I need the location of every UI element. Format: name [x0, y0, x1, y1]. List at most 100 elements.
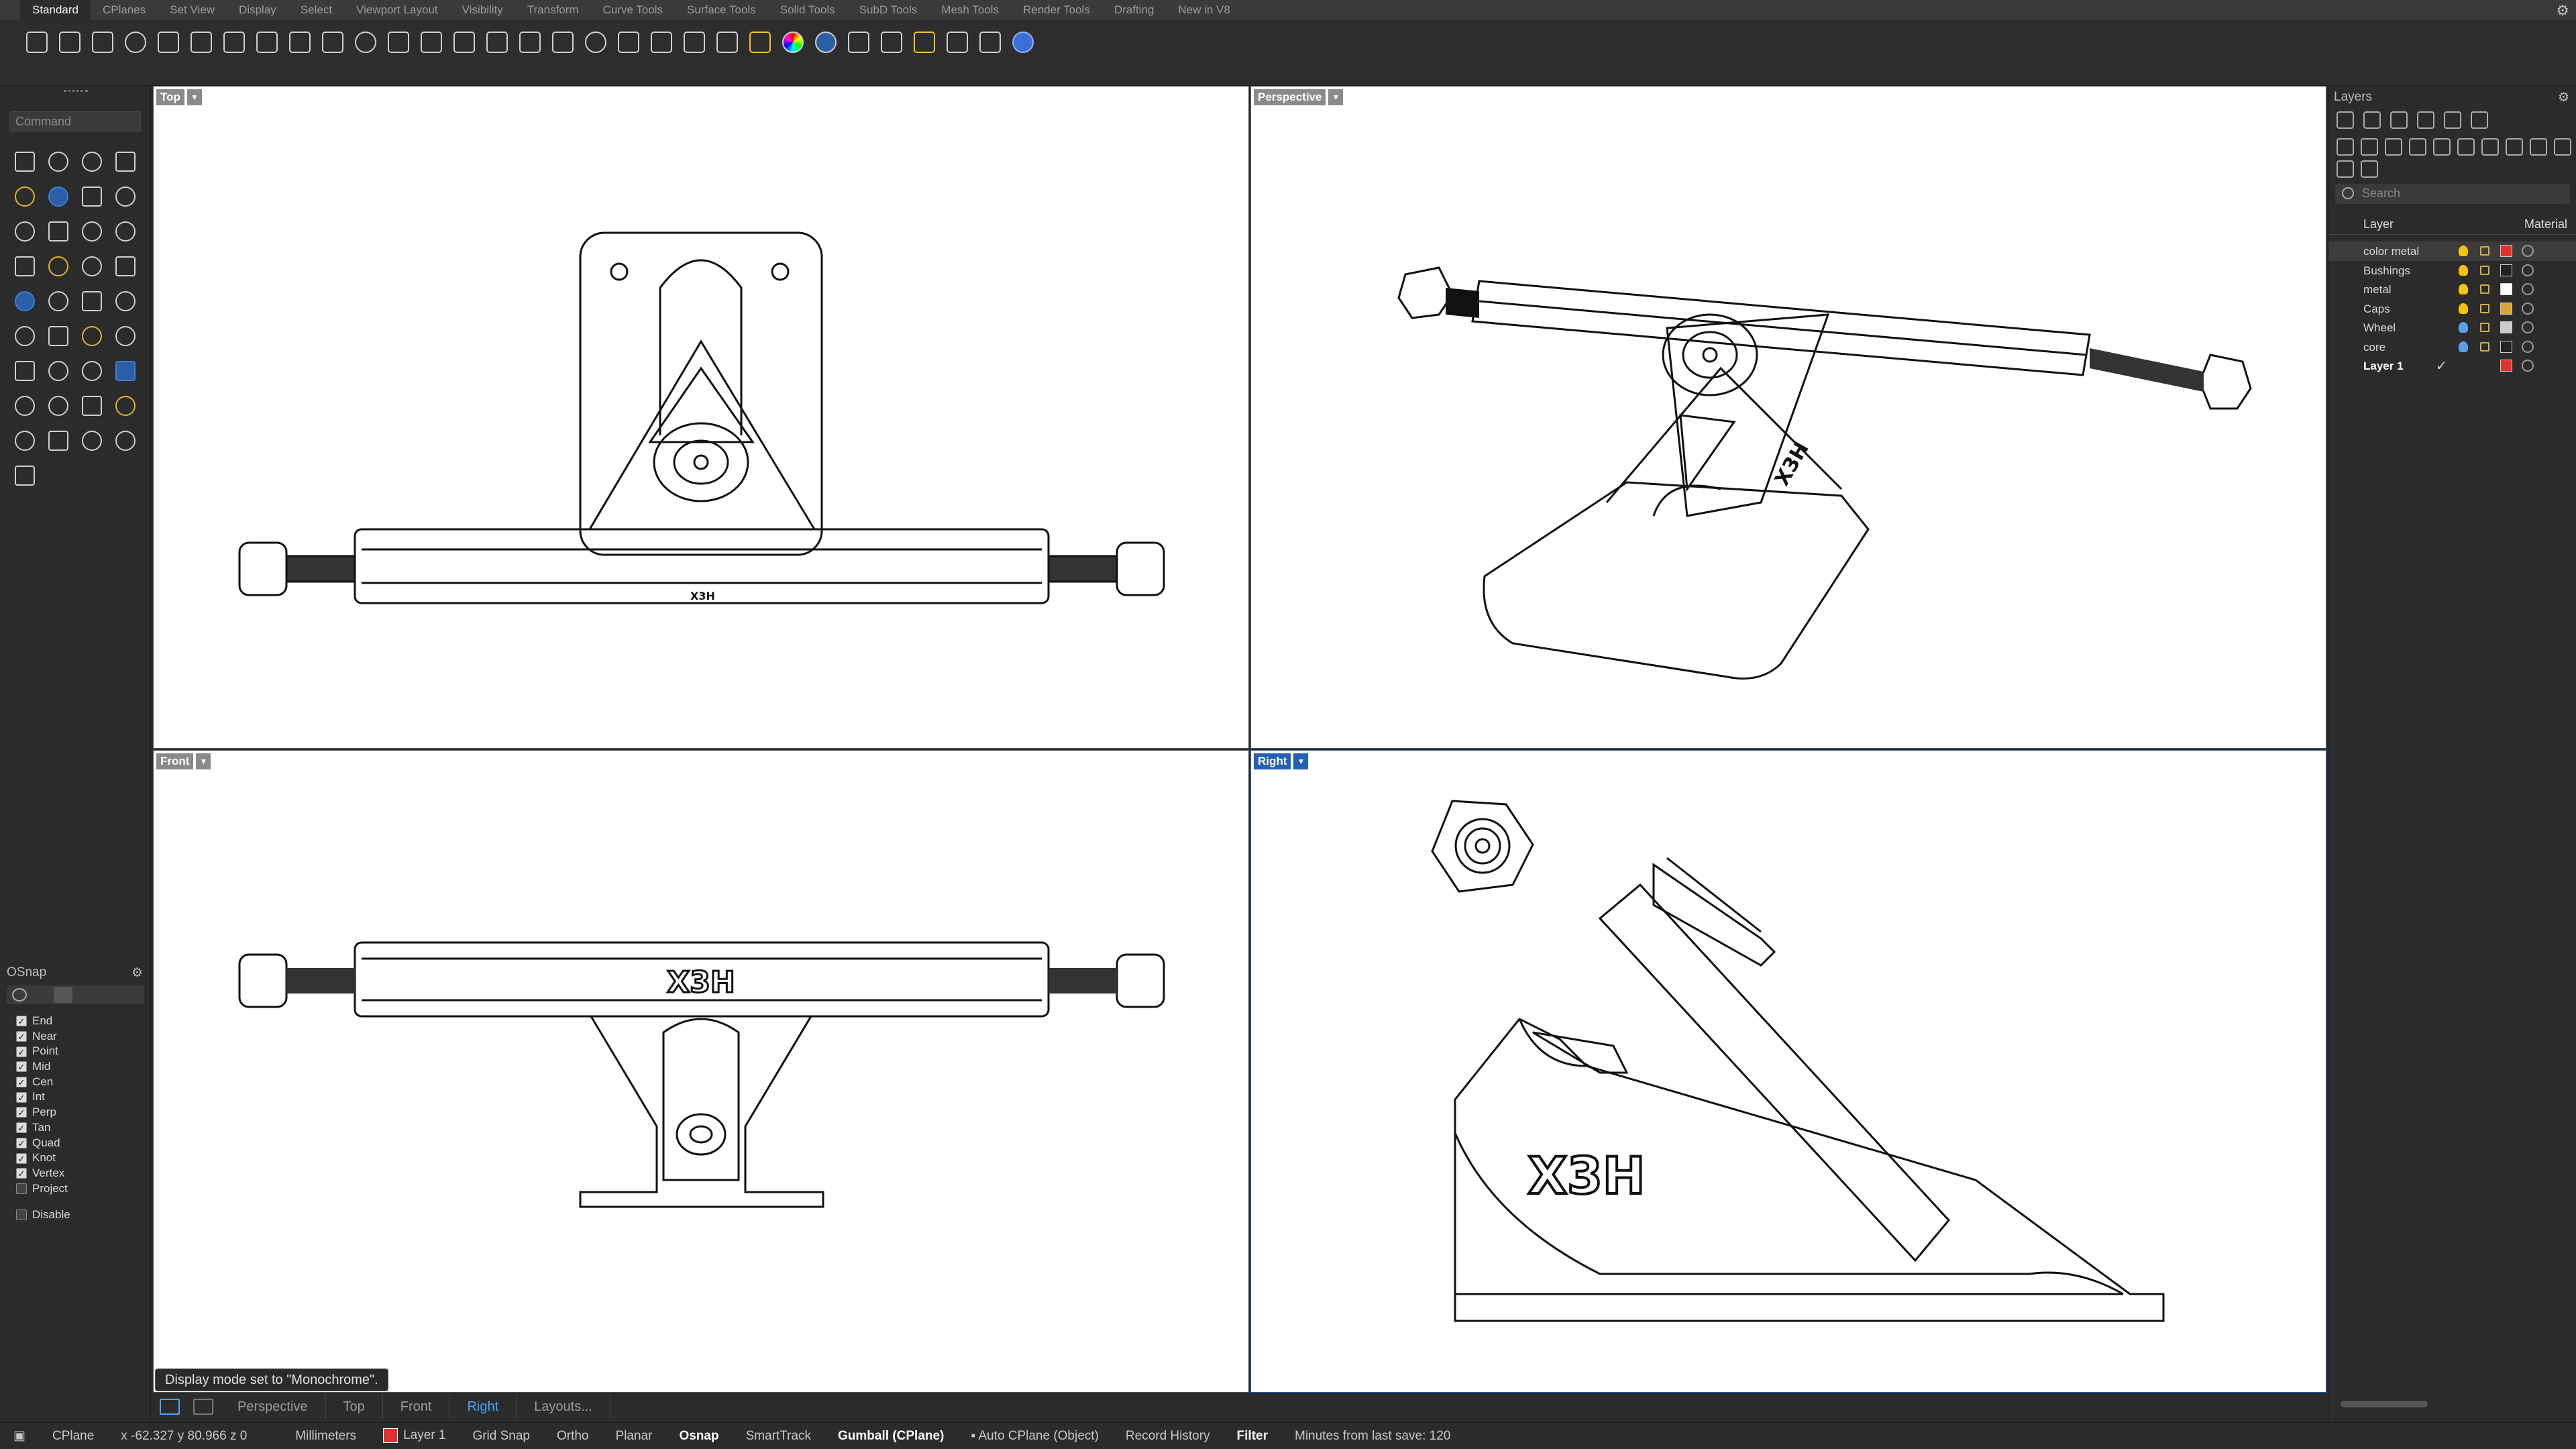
osnap-checkbox[interactable]: ✓ — [16, 1122, 27, 1134]
material-icon[interactable] — [2522, 283, 2534, 295]
visibility-bulb-icon[interactable] — [2459, 303, 2468, 314]
rotate-view-icon[interactable] — [350, 27, 381, 58]
help-icon[interactable] — [1008, 27, 1038, 58]
osnap-checkbox[interactable]: ✓ — [16, 1152, 27, 1164]
gear-icon[interactable]: ⚙ — [131, 966, 144, 980]
visibility-bulb-icon[interactable] — [2459, 322, 2468, 333]
vp-tab-layouts[interactable]: Layouts... — [517, 1394, 610, 1419]
tools-icon[interactable] — [2530, 138, 2547, 156]
paste-icon[interactable] — [252, 27, 282, 58]
layer-row[interactable]: Layer 1✓ — [2328, 356, 2576, 376]
bend-icon[interactable] — [9, 425, 40, 456]
chevron-down-icon[interactable]: ▼ — [186, 89, 202, 105]
zoom-selected-icon[interactable] — [482, 27, 513, 58]
measure-icon[interactable] — [76, 390, 107, 421]
viewport-name-front[interactable]: Front — [156, 753, 194, 769]
status-auto-cplane[interactable]: ▪ Auto CPlane (Object) — [957, 1429, 1112, 1444]
check-icon[interactable] — [76, 425, 107, 456]
print-icon[interactable] — [120, 27, 151, 58]
environment-icon[interactable] — [975, 27, 1006, 58]
save-icon[interactable] — [87, 27, 118, 58]
osnap-item[interactable]: ✓Tan — [16, 1120, 68, 1136]
ellipse-icon[interactable] — [43, 181, 74, 212]
visibility-bulb-icon[interactable] — [2459, 246, 2468, 256]
patch-icon[interactable] — [110, 216, 141, 247]
osnap-checkbox[interactable]: ✓ — [16, 1031, 27, 1042]
material-icon[interactable] — [2522, 264, 2534, 276]
trim-icon[interactable] — [76, 286, 107, 317]
layer-row[interactable]: Caps — [2328, 299, 2576, 319]
dimension-icon[interactable] — [110, 356, 141, 386]
lock-icon[interactable] — [2480, 284, 2489, 294]
layer-search-input[interactable]: Search — [2335, 184, 2570, 204]
undo-view-icon[interactable] — [515, 27, 545, 58]
viewport-label-top[interactable]: Top ▼ — [156, 89, 202, 105]
osnap-item[interactable]: ✓Quad — [16, 1136, 68, 1151]
visibility-bulb-icon[interactable] — [2459, 284, 2468, 294]
viewport-name-perspective[interactable]: Perspective — [1254, 89, 1326, 105]
named-views-icon[interactable] — [942, 27, 973, 58]
tab-surface-tools[interactable]: Surface Tools — [687, 3, 756, 16]
layer-row[interactable]: Bushings — [2328, 261, 2576, 280]
point-icon[interactable] — [43, 146, 74, 177]
status-record-history[interactable]: Record History — [1125, 1428, 1210, 1443]
new-sublayer-icon[interactable] — [2361, 138, 2378, 156]
car-icon[interactable] — [580, 27, 611, 58]
display-icon[interactable] — [2417, 111, 2434, 129]
vp-tab-perspective[interactable]: Perspective — [220, 1394, 326, 1419]
select-icon[interactable] — [646, 27, 677, 58]
column-material[interactable]: Material — [2524, 217, 2567, 231]
status-layer[interactable]: Layer 1 — [370, 1428, 459, 1444]
osnap-item[interactable]: ✓Near — [16, 1029, 68, 1044]
sphere-icon[interactable] — [810, 27, 841, 58]
layer-row[interactable]: metal — [2328, 280, 2576, 299]
extrude-icon[interactable] — [76, 251, 107, 282]
collapse-icon[interactable] — [2481, 138, 2499, 156]
tab-set-view[interactable]: Set View — [170, 3, 215, 16]
materials-icon[interactable] — [843, 27, 874, 58]
single-layout-icon[interactable] — [193, 1399, 213, 1415]
viewport-label-front[interactable]: Front ▼ — [156, 753, 211, 769]
layer-name[interactable]: color metal — [2363, 245, 2420, 258]
layer-color-swatch[interactable] — [2500, 360, 2512, 372]
layer-row[interactable]: Wheel — [2328, 318, 2576, 337]
box-icon[interactable] — [9, 251, 40, 282]
layer-name[interactable]: Wheel — [2363, 321, 2396, 334]
viewport-name-top[interactable]: Top — [156, 89, 184, 105]
tab-viewport-layout[interactable]: Viewport Layout — [356, 3, 438, 16]
vp-tab-right[interactable]: Right — [449, 1394, 517, 1419]
layer-color-swatch[interactable] — [2500, 245, 2512, 257]
new-file-icon[interactable] — [21, 27, 52, 58]
tab-display[interactable]: Display — [239, 3, 276, 16]
grid-layout-icon[interactable] — [160, 1399, 180, 1415]
analyze-icon[interactable] — [110, 425, 141, 456]
layer-name[interactable]: Bushings — [2363, 264, 2410, 277]
light-icon[interactable] — [745, 27, 775, 58]
cut-icon[interactable] — [186, 27, 217, 58]
vp-tab-top[interactable]: Top — [326, 1394, 383, 1419]
color-wheel-icon[interactable] — [2471, 111, 2488, 129]
osnap-item[interactable]: ✓Vertex — [16, 1166, 68, 1181]
twist-icon[interactable] — [43, 425, 74, 456]
disable-checkbox[interactable] — [16, 1210, 27, 1220]
tab-new-in-v8[interactable]: New in V8 — [1178, 3, 1230, 16]
properties-icon[interactable] — [2337, 111, 2354, 129]
pan-icon[interactable] — [317, 27, 348, 58]
vp-tab-front[interactable]: Front — [383, 1394, 450, 1419]
raytrace-icon[interactable] — [876, 27, 907, 58]
delete-layer-icon[interactable] — [2385, 138, 2402, 156]
boolean-icon[interactable] — [43, 286, 74, 317]
layer-name[interactable]: Layer 1 — [2363, 360, 2404, 372]
move-down-icon[interactable] — [2457, 138, 2475, 156]
viewport-perspective[interactable]: X3H Perspective ▼ — [1250, 86, 2326, 749]
chevron-down-icon[interactable]: ▼ — [1293, 753, 1309, 769]
gear-icon[interactable]: ⚙ — [2558, 91, 2570, 105]
lock-icon[interactable] — [712, 27, 743, 58]
tab-transform[interactable]: Transform — [527, 3, 579, 16]
materials-icon[interactable] — [2444, 111, 2461, 129]
array-icon[interactable] — [43, 356, 74, 386]
panel-grip[interactable] — [64, 90, 88, 93]
lock-icon[interactable] — [2480, 265, 2489, 275]
osnap-item[interactable]: ✓Cen — [16, 1075, 68, 1090]
layer-color-swatch[interactable] — [2500, 283, 2512, 295]
